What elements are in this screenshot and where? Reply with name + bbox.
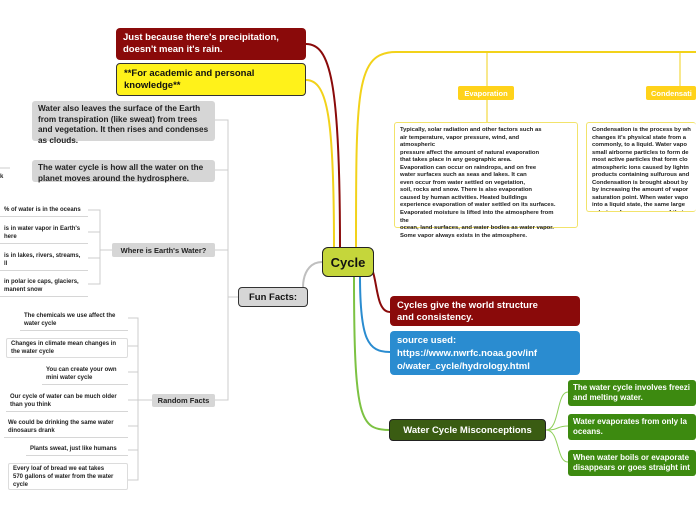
process-condensation-label[interactable]: Condensati — [646, 86, 696, 100]
topic-fun-facts-label: Fun Facts: — [248, 291, 298, 303]
subtopic-where-water[interactable]: Where is Earth's Water? — [112, 243, 215, 257]
topic-misconceptions[interactable]: Water Cycle Misconceptions — [389, 419, 546, 441]
process-evaporation-label[interactable]: Evaporation — [458, 86, 514, 100]
where-item-ice[interactable]: in polar ice caps, glaciers, manent snow — [0, 277, 88, 297]
link-academic — [305, 79, 335, 249]
subtopic-random-facts[interactable]: Random Facts — [152, 394, 215, 407]
topic-fun-facts[interactable]: Fun Facts: — [238, 287, 308, 307]
misconception-boiling[interactable]: When water boils or evaporate disappears… — [568, 450, 696, 476]
central-topic[interactable]: Cycle — [322, 247, 374, 277]
fact-definition-side: k — [0, 174, 10, 186]
link-source — [359, 275, 391, 353]
topic-consistency[interactable]: Cycles give the world structure and cons… — [390, 296, 580, 326]
topic-academic-note[interactable]: **For academic and personal knowledge** — [116, 63, 306, 96]
condensation-description: Condensation is the process by wh change… — [586, 122, 696, 212]
random-fact-climate[interactable]: Changes in climate mean changes in the w… — [6, 338, 128, 358]
where-item-oceans[interactable]: % of water is in the oceans — [0, 205, 88, 217]
link-misconceptions — [353, 275, 391, 431]
fact-definition[interactable]: The water cycle is how all the water on … — [32, 160, 215, 183]
fact-transpiration[interactable]: Water also leaves the surface of the Ear… — [32, 101, 215, 145]
random-fact-plants-sweat[interactable]: Plants sweat, just like humans — [26, 444, 128, 456]
random-fact-dinosaurs[interactable]: We could be drinking the same water dino… — [4, 418, 128, 438]
misconception-evaporation[interactable]: Water evaporates from only la oceans. — [568, 414, 696, 440]
misconception-freezing[interactable]: The water cycle involves freezi and melt… — [568, 380, 696, 406]
topic-misconceptions-label: Water Cycle Misconceptions — [403, 424, 532, 436]
random-fact-older[interactable]: Our cycle of water can be much older tha… — [6, 392, 128, 412]
central-topic-label: Cycle — [330, 254, 366, 270]
random-fact-mini-cycle[interactable]: You can create your own mini water cycle — [42, 365, 128, 385]
link-precipitation — [305, 43, 341, 249]
link-processes — [355, 51, 696, 249]
where-item-lakes[interactable]: is in lakes, rivers, streams, ll — [0, 251, 88, 271]
random-fact-bread[interactable]: Every loaf of bread we eat takes 570 gal… — [8, 463, 128, 490]
where-item-vapor[interactable]: is in water vapor in Earth's here — [0, 224, 88, 244]
random-fact-chemicals[interactable]: The chemicals we use affect the water cy… — [20, 311, 128, 331]
evaporation-description: Typically, solar radiation and other fac… — [394, 122, 578, 239]
topic-precipitation-note[interactable]: Just because there's precipitation, does… — [116, 28, 306, 60]
topic-source[interactable]: source used: https://www.nwrfc.noaa.gov/… — [390, 331, 580, 375]
